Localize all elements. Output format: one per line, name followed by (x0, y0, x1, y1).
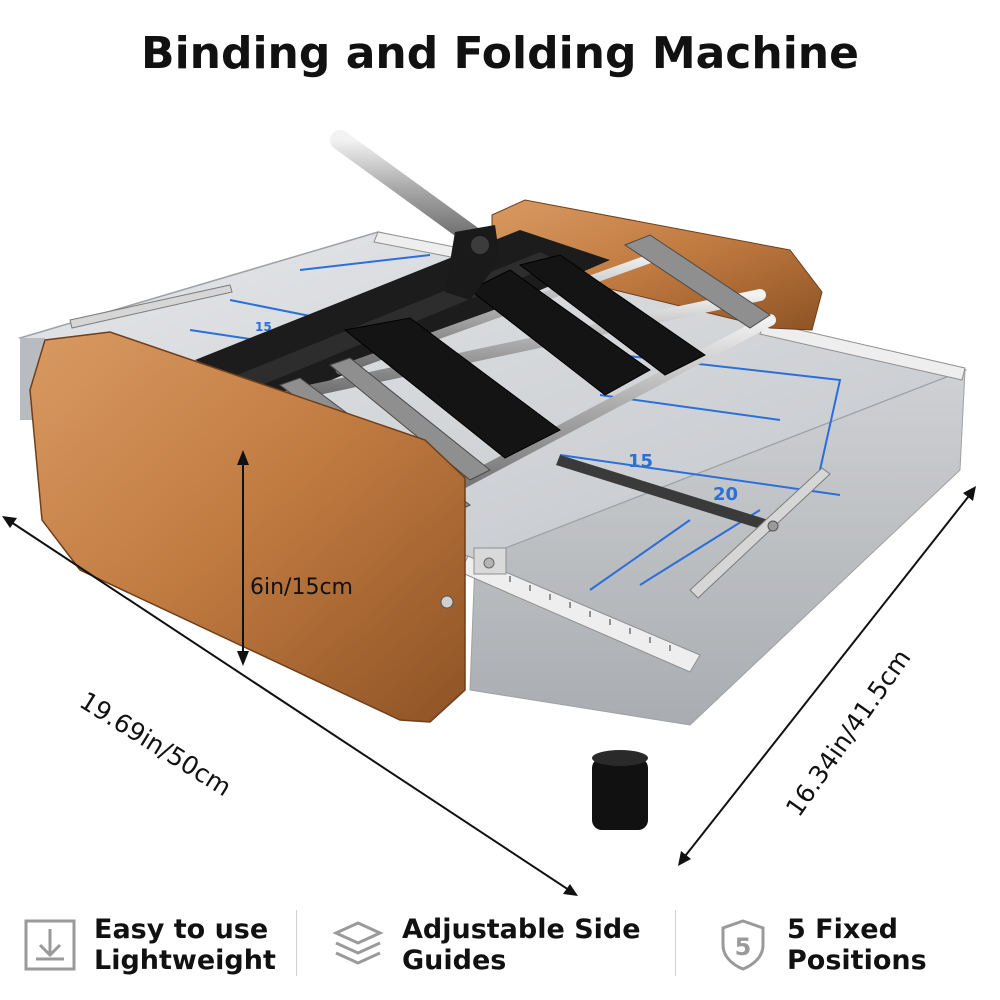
svg-text:20: 20 (713, 484, 738, 505)
feature-line: Adjustable Side (402, 914, 641, 945)
machine-foot (592, 750, 648, 830)
svg-text:15: 15 (255, 320, 272, 334)
handle-lever (330, 130, 500, 300)
feature-easy-to-use: Easy to use Lightweight (22, 905, 276, 985)
feature-side-guides: Adjustable Side Guides (330, 905, 641, 985)
download-arrow-icon (24, 919, 76, 971)
feature-line: 5 Fixed (787, 914, 898, 945)
feature-line: Positions (787, 945, 927, 976)
feature-line: Lightweight (94, 945, 276, 976)
dimension-arrows (2, 450, 976, 896)
shield-5-icon: 5 (721, 919, 765, 971)
feature-fixed-positions: 5 5 Fixed Positions (715, 905, 927, 985)
svg-text:5: 5 (735, 933, 752, 961)
feature-line: Easy to use (94, 914, 269, 945)
layers-icon (332, 921, 384, 965)
divider (296, 910, 297, 976)
feature-line: Guides (402, 945, 507, 976)
paddles (343, 254, 706, 459)
height-dimension-label: 6in/15cm (250, 575, 353, 600)
guide-numbers: 15 20 15 (255, 320, 738, 505)
divider (675, 910, 676, 976)
side-guide (69, 284, 831, 599)
front-end-plate (29, 331, 466, 723)
svg-text:15: 15 (628, 451, 653, 472)
page-title: Binding and Folding Machine (141, 28, 859, 79)
